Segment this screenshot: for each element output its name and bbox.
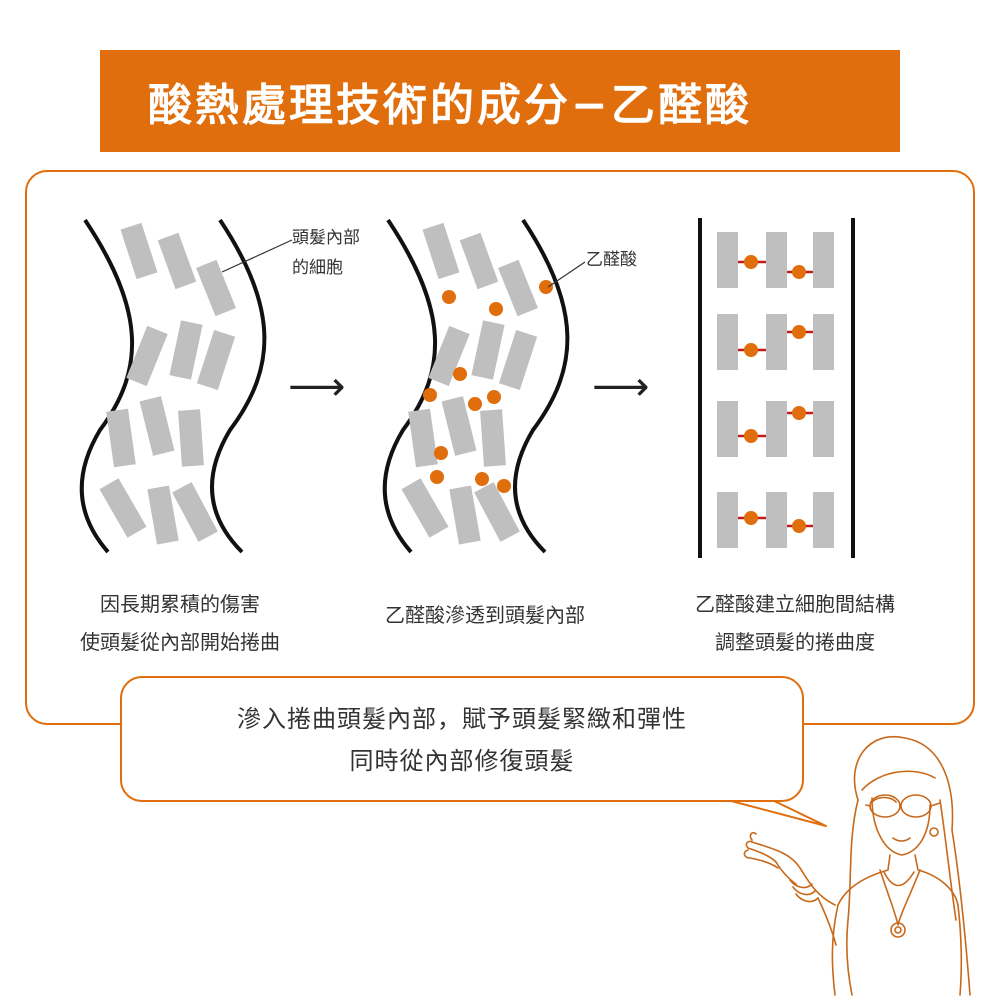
speech-line-1: 滲入捲曲頭髮內部，賦予頭髮緊緻和彈性 <box>237 705 687 733</box>
speech-line-2: 同時從內部修復頭髮 <box>349 747 575 775</box>
label-cells-line1: 頭髮內部 <box>292 228 360 248</box>
earring-icon <box>929 827 939 837</box>
hair-wall-right <box>210 218 267 554</box>
necklace-icon <box>879 869 921 926</box>
stage-2-penetration: 乙醛酸 <box>382 218 637 554</box>
arrow-1-icon: ⟶ <box>288 364 345 410</box>
hair-cells <box>401 222 538 545</box>
hair-wall-right <box>513 218 570 554</box>
step-1-caption-line1: 因長期累積的傷害 <box>100 592 260 616</box>
title-banner: 酸熱處理技術的成分−乙醛酸 <box>100 50 900 152</box>
speech-bubble <box>120 676 804 802</box>
step-3-caption-line2: 調整頭髮的捲曲度 <box>715 630 875 654</box>
arrow-2-icon: ⟶ <box>592 364 649 410</box>
step-2-caption: 乙醛酸滲透到頭髮內部 <box>360 596 610 634</box>
aligned-cells <box>717 232 834 548</box>
cells-leader-line <box>221 239 293 273</box>
label-molecule: 乙醛酸 <box>586 250 637 270</box>
speech-bubble-text: 滲入捲曲頭髮內部，賦予頭髮緊緻和彈性 同時從內部修復頭髮 <box>120 698 804 782</box>
stage-1-curly-hair: 頭髮內部 的細胞 <box>79 218 360 554</box>
stage-3-structured-hair <box>698 218 855 558</box>
step-1-caption: 因長期累積的傷害 使頭髮從內部開始捲曲 <box>60 585 300 661</box>
raised-hand-icon <box>751 841 836 906</box>
page-title: 酸熱處理技術的成分−乙醛酸 <box>148 80 752 131</box>
hair-right-icon <box>853 735 971 996</box>
bonding-molecules <box>744 255 806 533</box>
molecule-leader-line <box>547 261 586 288</box>
step-3-caption-line1: 乙醛酸建立細胞間結構 <box>695 592 895 616</box>
hair-cells <box>99 222 236 545</box>
glyoxylic-acid-molecules <box>423 280 553 493</box>
bracelet-icon <box>789 879 813 889</box>
step-1-caption-line2: 使頭髮從內部開始捲曲 <box>80 630 280 654</box>
step-3-caption: 乙醛酸建立細胞間結構 調整頭髮的捲曲度 <box>665 585 925 661</box>
label-cells-line2: 的細胞 <box>292 258 343 278</box>
step-2-caption-line1: 乙醛酸滲透到頭髮內部 <box>385 603 585 627</box>
